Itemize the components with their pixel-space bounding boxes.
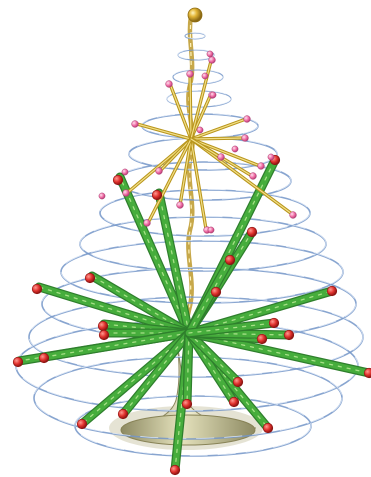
pink-ornament-ball [208,227,214,233]
red-ornament-ball [118,409,128,419]
red-ornament-ball [85,273,95,283]
pink-ornament-ball [187,71,194,78]
red-ornament-ball [182,399,192,409]
red-ornament-ball [364,368,371,378]
pink-ornament-ball [210,92,216,98]
top-ball-ornament [188,8,202,22]
gold-rod-cluster [127,61,292,229]
spiral-loop [61,241,343,303]
red-ornament-ball [39,353,49,363]
pink-ornament-ball [218,154,225,161]
pink-ornament-ball [202,73,208,79]
gold-rod-highlight [137,124,191,139]
red-ornament-ball [170,465,180,475]
pink-ornament-ball [166,81,173,88]
red-ornament-ball [269,318,279,328]
pink-ornament-ball [99,193,105,199]
pink-ornament-ball [250,173,257,180]
spiral-loop-highlight [173,70,223,84]
pink-ornament-ball [132,121,139,128]
red-ornament-ball [99,330,109,340]
pink-ornament-ball [290,212,297,219]
red-ornament-ball [263,423,273,433]
red-ornament-ball [247,227,257,237]
red-ornament-ball [233,377,243,387]
red-ornament-ball [257,334,267,344]
red-ornament-ball [13,357,23,367]
red-ornament-ball [98,321,108,331]
base-disc [121,415,255,445]
pink-ornament-ball [232,146,238,152]
red-ornament-ball [32,284,42,294]
red-ornament-ball [211,287,221,297]
red-ornament-ball [327,286,337,296]
pink-ornament-ball [123,190,130,197]
pink-ornament-ball [268,154,274,160]
pink-ornament-ball [144,220,151,227]
pink-ornament-ball [258,163,265,170]
red-ornament-ball [229,397,239,407]
pink-ornament-ball [177,202,184,209]
red-ornament-ball [113,175,123,185]
pink-ornament-ball [209,57,216,64]
red-ornament-ball [225,255,235,265]
pink-ornament-ball [156,168,163,175]
red-ornament-ball [152,190,162,200]
pink-ornament-ball [244,116,251,123]
red-ornament-ball [77,419,87,429]
pink-ornament-ball [207,51,213,57]
pink-ornament-ball [197,127,203,133]
pink-ornament-ball [242,135,249,142]
pink-ornament-ball [122,169,128,175]
red-ornament-ball [284,330,294,340]
